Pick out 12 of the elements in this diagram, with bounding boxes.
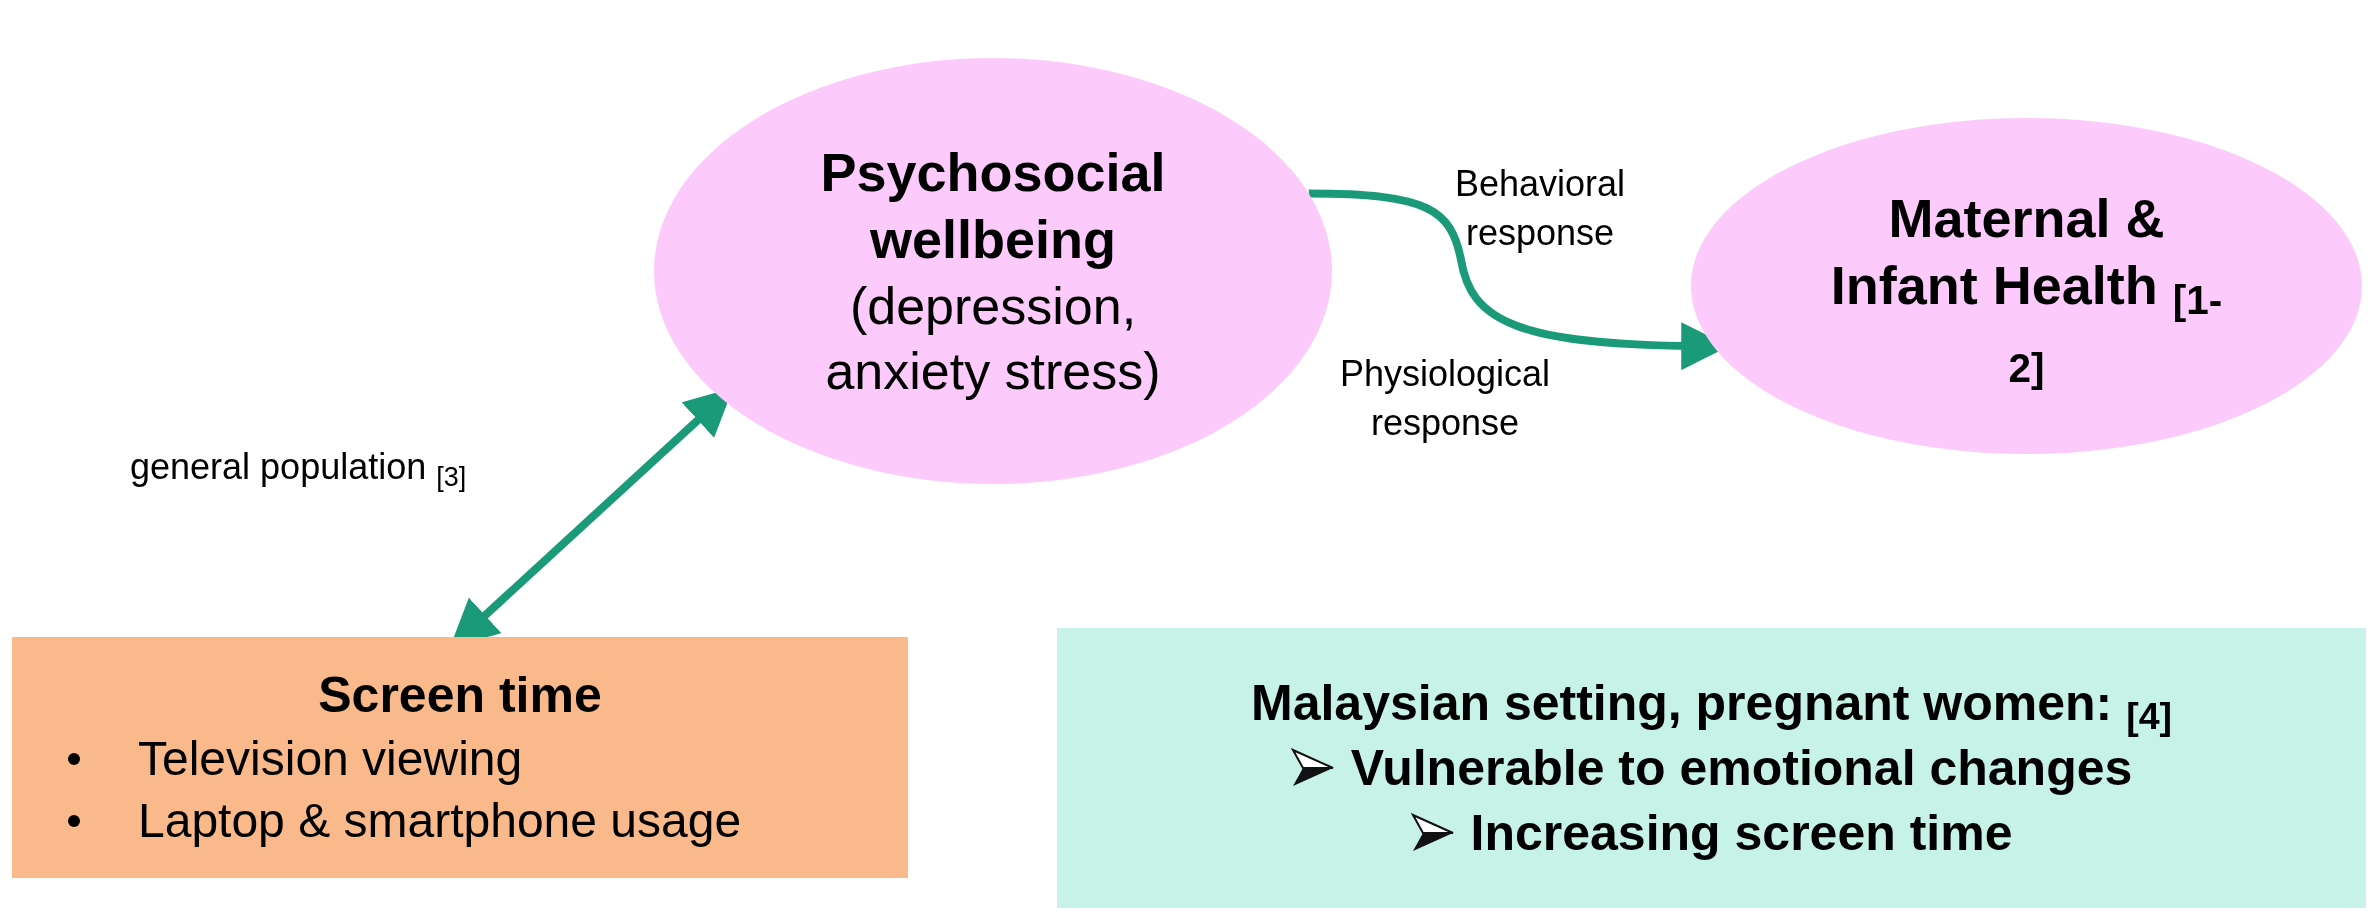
annotation-label: Behavioral response — [1453, 162, 1627, 255]
bullet-text: Vulnerable to emotional changes — [1350, 738, 2133, 798]
node-subtitle: (depression, anxiety stress) — [824, 275, 1162, 402]
info-box — [1057, 628, 2366, 908]
box-heading: Malaysian setting, pregnant women: $_{[4]}$ — [1251, 673, 2172, 736]
node-title: Psychosocial wellbeing — [819, 140, 1167, 271]
bullet-text: Television viewing — [138, 730, 523, 787]
info-box — [12, 637, 908, 878]
box-heading: Screen time — [317, 665, 603, 725]
annotation-label: Physiological response — [1338, 352, 1552, 445]
bullet-text: Increasing screen time — [1470, 803, 2013, 863]
bullet-text: Laptop & smartphone usage — [138, 793, 742, 849]
